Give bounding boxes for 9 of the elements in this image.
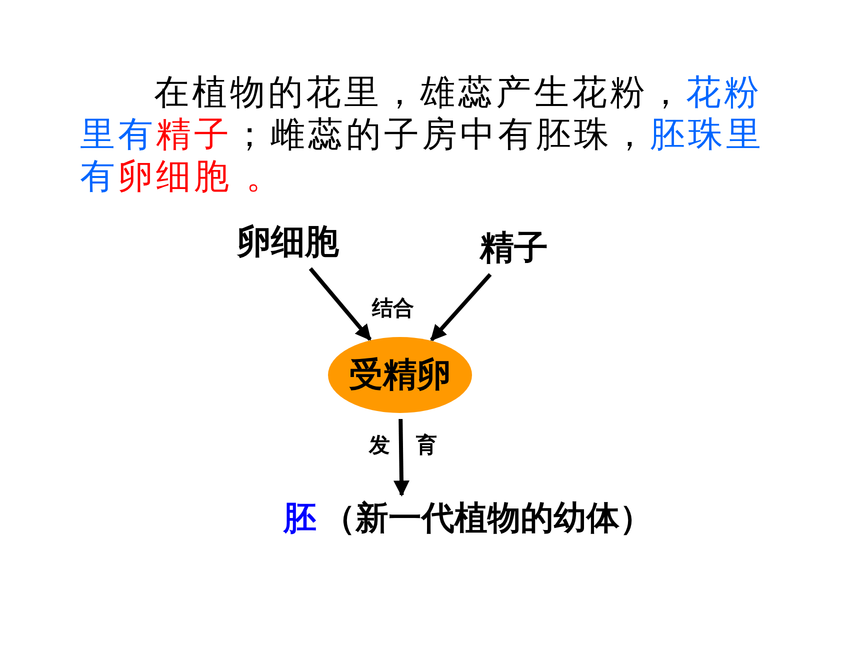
arrow (308, 267, 372, 341)
node-text: （新一代植物的幼体） (322, 496, 652, 538)
description-paragraph: 在植物的花里，雄蕊产生花粉，花粉里有精子；雌蕊的子房中有胚珠，胚珠里有卵细胞 。 (80, 72, 765, 198)
node-text: 精子 (472, 226, 556, 270)
cell-oval: 受精卵 (328, 337, 472, 413)
node-text: 卵细胞 (228, 220, 348, 264)
node-text: 胚 (284, 496, 316, 538)
process-label: 结合 (372, 295, 414, 322)
arrow (430, 273, 492, 342)
